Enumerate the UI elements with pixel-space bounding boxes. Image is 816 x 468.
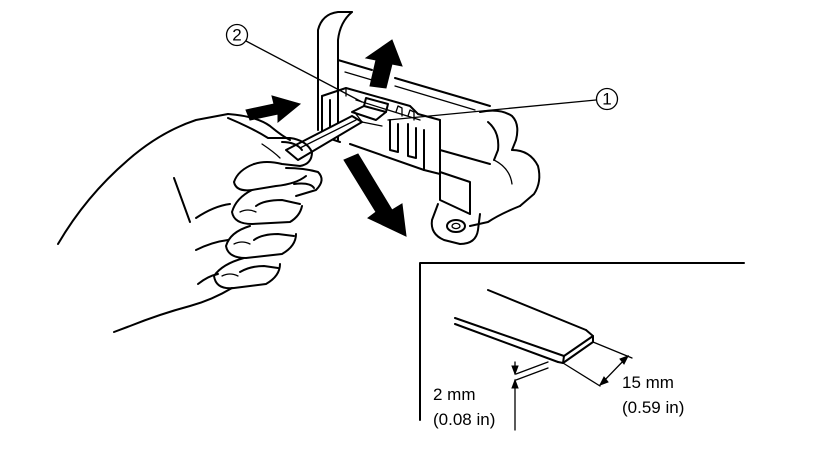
tool-tip-detail <box>454 289 633 431</box>
control-unit-housing <box>317 11 541 245</box>
callout-2: 2 <box>225 23 363 103</box>
flat-tool <box>285 115 363 161</box>
callout-1-number: 1 <box>602 90 611 109</box>
callout-2-number: 2 <box>232 26 241 45</box>
inset-frame <box>419 262 745 421</box>
thickness-metric-label: 2 mm <box>433 385 476 404</box>
push-arrow <box>245 95 302 124</box>
lift-arrow <box>364 39 403 89</box>
width-imperial-label: (0.59 in) <box>622 398 684 417</box>
width-metric-label: 15 mm <box>622 373 674 392</box>
callout-1: 1 <box>387 87 619 121</box>
hand <box>57 113 323 333</box>
thickness-imperial-label: (0.08 in) <box>433 410 495 429</box>
pull-arrow <box>343 153 407 237</box>
